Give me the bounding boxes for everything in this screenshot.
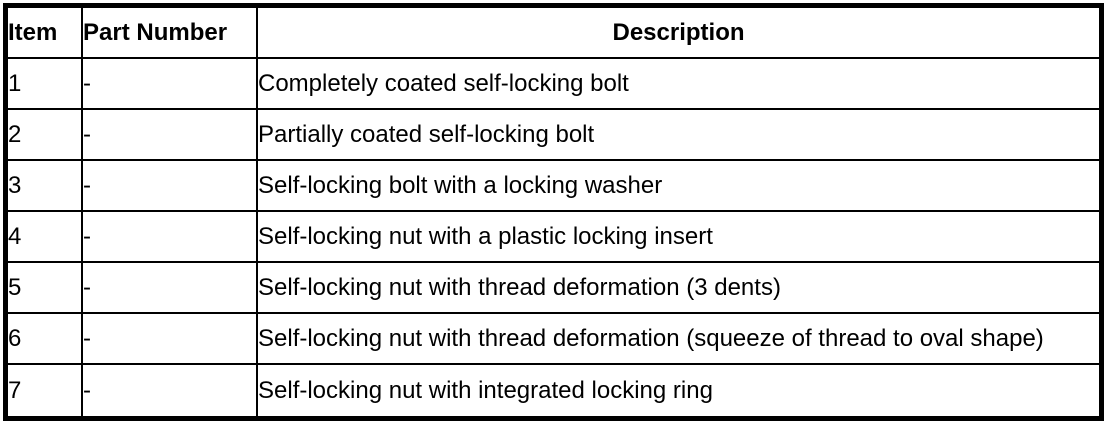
part-number-cell: -: [83, 161, 258, 212]
description-cell: Self-locking nut with thread deformation…: [258, 263, 1099, 314]
item-cell: 6: [8, 314, 83, 365]
item-cell: 1: [8, 59, 83, 110]
description-cell: Self-locking nut with a plastic locking …: [258, 212, 1099, 263]
table-row: 7 - Self-locking nut with integrated loc…: [8, 365, 1099, 416]
part-number-cell: -: [83, 110, 258, 161]
parts-table: Item Part Number Description 1 - Complet…: [3, 3, 1104, 421]
item-cell: 2: [8, 110, 83, 161]
description-cell: Completely coated self-locking bolt: [258, 59, 1099, 110]
header-item: Item: [8, 8, 83, 59]
item-cell: 3: [8, 161, 83, 212]
description-cell: Self-locking nut with thread deformation…: [258, 314, 1099, 365]
part-number-cell: -: [83, 314, 258, 365]
description-cell: Self-locking nut with integrated locking…: [258, 376, 713, 404]
header-row: Item Part Number Description: [8, 8, 1099, 59]
description-cell: Partially coated self-locking bolt: [258, 110, 1099, 161]
table-body: 1 - Completely coated self-locking bolt …: [8, 59, 1099, 416]
item-cell: 7: [8, 365, 83, 416]
part-number-cell: -: [83, 59, 258, 110]
table-row: 6 - Self-locking nut with thread deforma…: [8, 314, 1099, 365]
table-row: 5 - Self-locking nut with thread deforma…: [8, 263, 1099, 314]
part-number-cell: -: [83, 212, 258, 263]
parts-table-container: Item Part Number Description 1 - Complet…: [3, 3, 1104, 421]
table-row: 4 - Self-locking nut with a plastic lock…: [8, 212, 1099, 263]
item-cell: 5: [8, 263, 83, 314]
table-row: 3 - Self-locking bolt with a locking was…: [8, 161, 1099, 212]
table-row: 1 - Completely coated self-locking bolt: [8, 59, 1099, 110]
item-cell: 4: [8, 212, 83, 263]
header-description: Description: [258, 8, 1099, 59]
table-row: 2 - Partially coated self-locking bolt: [8, 110, 1099, 161]
table-header: Item Part Number Description: [8, 8, 1099, 59]
description-cell: Self-locking bolt with a locking washer: [258, 161, 1099, 212]
header-part-number: Part Number: [83, 8, 258, 59]
part-number-cell: -: [83, 365, 258, 416]
part-number-cell: -: [83, 263, 258, 314]
